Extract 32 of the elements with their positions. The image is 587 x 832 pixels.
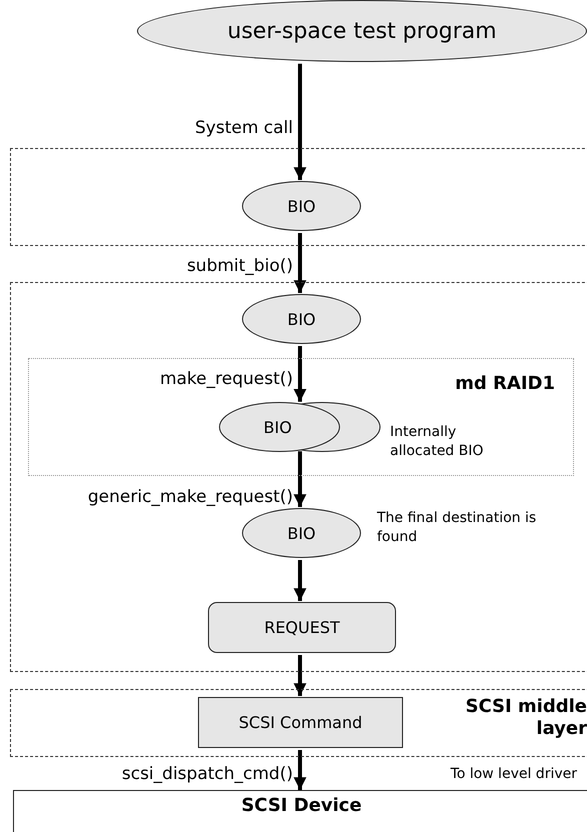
edge-label: generic_make_request()	[88, 487, 293, 507]
edge-label: submit_bio()	[186, 256, 293, 276]
process-box	[198, 697, 403, 748]
layer-band	[10, 282, 587, 672]
node-label: BIO	[287, 310, 316, 328]
layer-band	[10, 689, 587, 757]
annotation: Internally allocated BIO	[390, 423, 484, 461]
layer-band	[10, 148, 587, 246]
device-title: SCSI Device	[240, 795, 363, 816]
arrow	[294, 64, 306, 180]
node-label: BIO	[287, 524, 316, 542]
arrow	[294, 655, 306, 696]
group-band	[28, 358, 574, 476]
edge-label: System call	[194, 118, 293, 138]
arrow	[294, 560, 306, 601]
layer-title: SCSI middle layer	[464, 696, 587, 740]
group-title: md RAID1	[455, 373, 555, 395]
arrow	[294, 750, 306, 790]
node-label: BIO	[287, 196, 316, 216]
annotation: The final destination is found	[377, 509, 538, 547]
edge-label: scsi_dispatch_cmd()	[122, 764, 293, 784]
edge-label: make_request()	[160, 369, 293, 389]
node-label: SCSI Command	[238, 713, 362, 732]
note: To low level driver	[450, 766, 577, 782]
arrow	[294, 233, 306, 293]
arrow	[294, 346, 306, 402]
stacked-ellipse-node	[219, 402, 381, 452]
node-label: BIO	[264, 418, 292, 436]
node-label: REQUEST	[264, 618, 340, 637]
rounded-box	[208, 602, 396, 653]
node-label: user-space test program	[227, 18, 497, 44]
arrow	[294, 451, 306, 507]
